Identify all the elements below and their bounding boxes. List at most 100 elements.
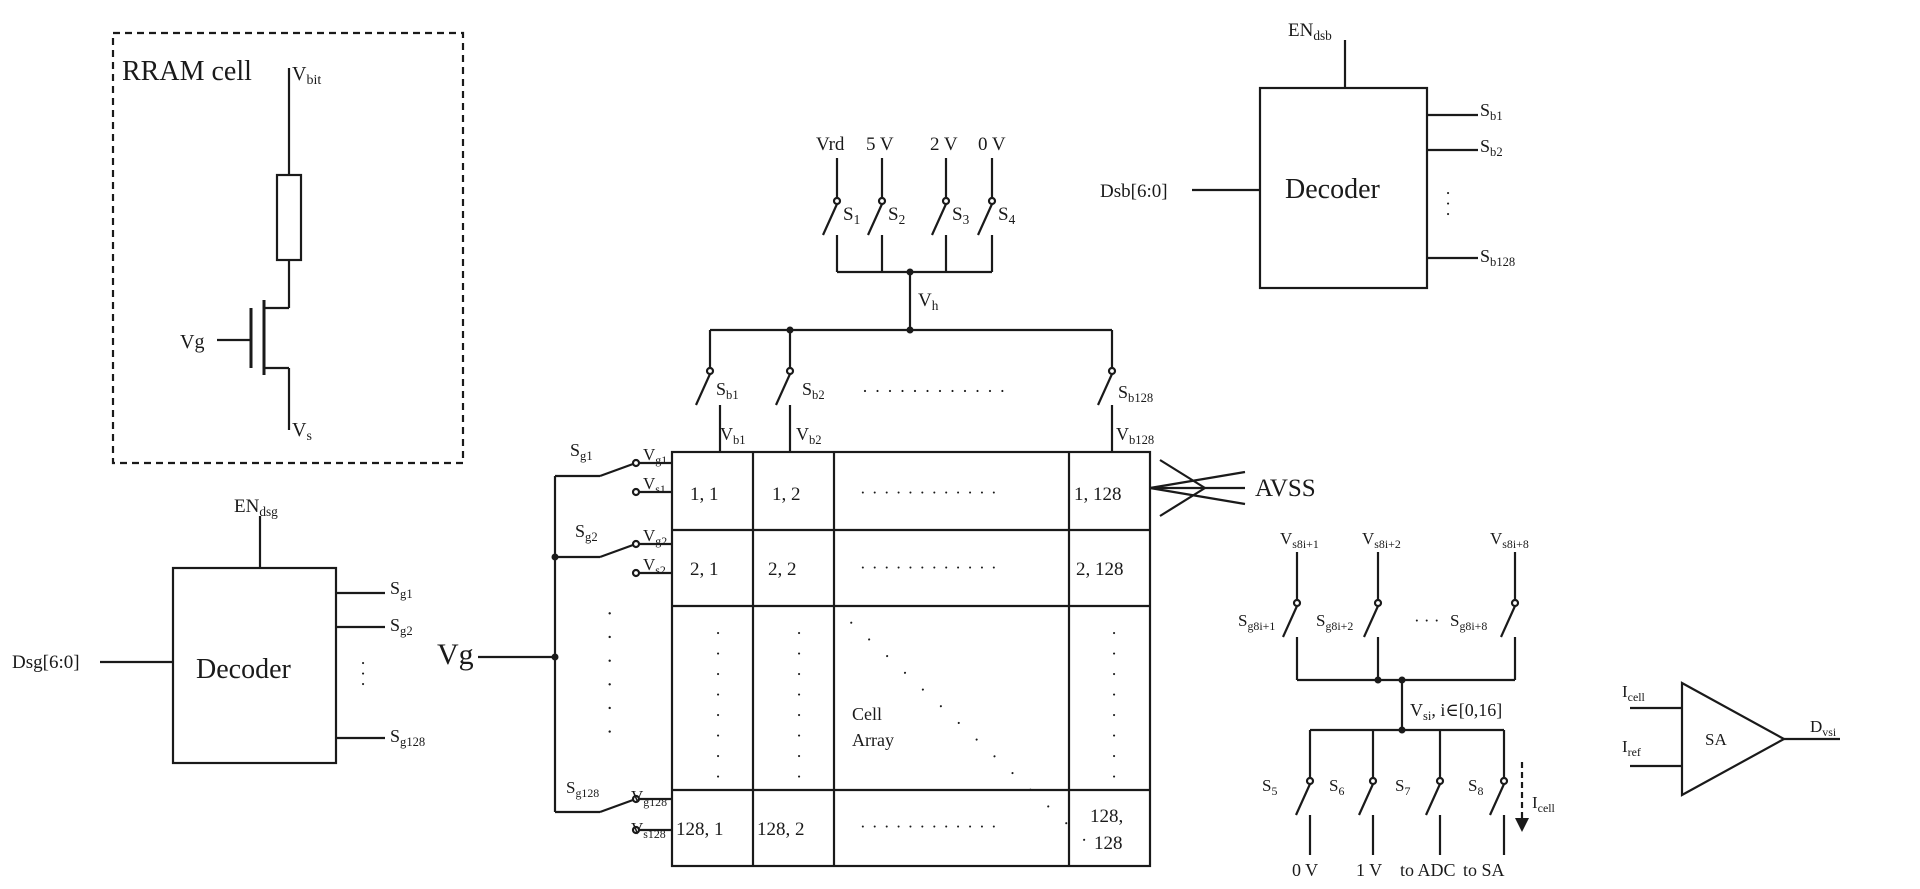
bitline-switches: Sb1 Vb1 Sb2 Vb2 · · · · · · · · · · · · … [694,326,1154,452]
cell-128-1: 128, 1 [676,819,724,840]
decoder-gate-out-sg2: Sg2 [390,615,413,638]
decoder-gate-out-sg1: Sg1 [390,578,413,601]
top-node-vs8i2: Vs8i+2 [1362,529,1401,551]
sense-amplifier: SA Icell Iref Dvsi [1622,681,1840,797]
row128-ellipsis: · · · · · · · · · · · · [860,817,998,836]
output-1v: 1 V [1356,860,1382,880]
gate-drive: Vg Sg1 Vg1 Vs1 Sg2 Vg2 Vs2 · · · · · · [437,440,672,841]
decoder-bit-out-sb128: Sb128 [1480,246,1515,269]
top-node-vs8i8: Vs8i+8 [1490,529,1529,551]
col128-vdots: · · · · · · · · [1104,630,1124,784]
source-node-vs2-label: Vs2 [643,555,666,577]
sa-triangle [1680,681,1787,797]
switch-s3: S3 [930,158,970,272]
switch-s1-label: S1 [843,204,860,227]
v-bit-label: Vbit [292,63,321,88]
bitline-decoder: ENdsb Decoder Dsb[6:0] Sb1 Sb2 Sb128 · ·… [1100,20,1515,290]
cell-1-128: 1, 128 [1074,484,1122,505]
switch-s2-label: S2 [888,204,905,227]
sa-output-dvsi: Dvsi [1810,717,1837,739]
source-line-select: Vs8i+1 Vs8i+2 Vs8i+8 Sg8i+1 Sg8i+2 · · ·… [1238,529,1556,880]
switch-s3-label: S3 [952,204,970,227]
decoder-bit-out-sb1: Sb1 [1480,100,1503,123]
voltage-label-5v: 5 V [866,134,894,155]
cell-2-2: 2, 2 [768,559,797,580]
row2-ellipsis: · · · · · · · · · · · · [860,558,998,577]
cell-array-label-line2: Array [852,730,894,750]
switch-sb2-label: Sb2 [802,379,825,402]
output-adc: to ADC [1400,860,1456,880]
sa-input-icell: Icell [1622,682,1646,704]
bitline-ellipsis: · · · · · · · · · · · · [862,381,1006,401]
current-icell-label: Icell [1532,793,1556,815]
gate-node-vg128-label: Vg128 [631,787,667,809]
node-vb1-label: Vb1 [720,424,746,447]
cell-128-2: 128, 2 [757,819,805,840]
decoder-bit-out-sb2: Sb2 [1480,136,1503,159]
decoder-bit-box [1258,86,1429,290]
cell-1-1: 1, 1 [690,484,719,505]
rram-resistor [275,173,303,262]
source-node-vs128-label: Vs128 [631,819,666,841]
switch-sb1-label: Sb1 [716,379,739,402]
decoder-gate-out-sg128: Sg128 [390,726,425,749]
cell-array-label-line1: Cell [852,704,882,724]
cell-128-128-line2: 128 [1094,833,1123,854]
v-s-label: Vs [292,419,312,444]
sa-input-iref: Iref [1622,737,1641,759]
col2-vdots: · · · · · · · · [789,630,809,784]
switch-s7-label: S7 [1395,776,1410,798]
switch-s4-label: S4 [998,204,1016,227]
switch-s6-label: S6 [1329,776,1344,798]
switch-s1: S1 [821,158,860,272]
decoder-bit-vdots: · · · [1438,190,1458,217]
decoder-gate-vdots: · · · [353,660,373,687]
output-0v: 0 V [1292,860,1318,880]
source-node-vs1-label: Vs1 [643,474,666,496]
decoder-bit-enable-label: ENdsb [1288,20,1332,43]
gate-vg-label: Vg [437,638,474,671]
switch-s5-label: S5 [1262,776,1277,798]
current-arrow-head [1515,818,1529,832]
cell-array: 1, 1 1, 2 · · · · · · · · · · · · 1, 128… [670,450,1152,868]
select-switch-sg8i2: Sg8i+2 [1316,611,1353,633]
cell-array-border [670,450,1152,868]
rram-cell-inset: RRAM cell Vbit Vg Vs [111,31,465,465]
top-node-vs8i1: Vs8i+1 [1280,529,1319,551]
gate-switch-sg1-label: Sg1 [570,440,593,463]
switch-s8-label: S8 [1468,776,1483,798]
voltage-label-vrd: Vrd [816,134,845,155]
rram-cell-title: RRAM cell [122,56,252,87]
gate-node-vg2-label: Vg2 [643,526,667,548]
switch-sb128-label: Sb128 [1118,382,1153,405]
col1-vdots: · · · · · · · · [708,630,728,784]
cell-2-128: 2, 128 [1076,559,1124,580]
avss-label: AVSS [1255,475,1316,502]
decoder-gate-enable-label: ENdsg [234,496,278,519]
cell-1-2: 1, 2 [772,484,801,505]
cell-2-1: 2, 1 [690,559,719,580]
node-vb2-label: Vb2 [796,424,822,447]
gate-drive-vdots: · · · · · · [598,610,620,741]
select-ellipsis: · · · [1414,611,1439,630]
gate-switch-sg2-label: Sg2 [575,521,598,544]
source-voltage-switches: Vrd 5 V 2 V 0 V S1 S2 S3 [816,134,1016,334]
gate-node-vg1-label: Vg1 [643,445,667,467]
decoder-bit-input-label: Dsb[6:0] [1100,181,1168,202]
output-sa: to SA [1463,860,1505,880]
decoder-gate-label: Decoder [196,654,292,685]
avss-input: AVSS [1149,459,1316,517]
select-switch-sg8i1: Sg8i+1 [1238,611,1275,633]
sa-label: SA [1705,730,1727,749]
row1-ellipsis: · · · · · · · · · · · · [860,483,998,502]
select-switch-sg8i8: Sg8i+8 [1450,611,1487,633]
decoder-gate-box [171,566,338,765]
decoder-gate-input-label: Dsg[6:0] [12,652,80,673]
voltage-label-0v: 0 V [978,134,1006,155]
decoder-bit-label: Decoder [1285,174,1381,205]
switch-s2: S2 [866,158,905,272]
switch-s4: S4 [976,158,1016,272]
voltage-label-2v: 2 V [930,134,958,155]
